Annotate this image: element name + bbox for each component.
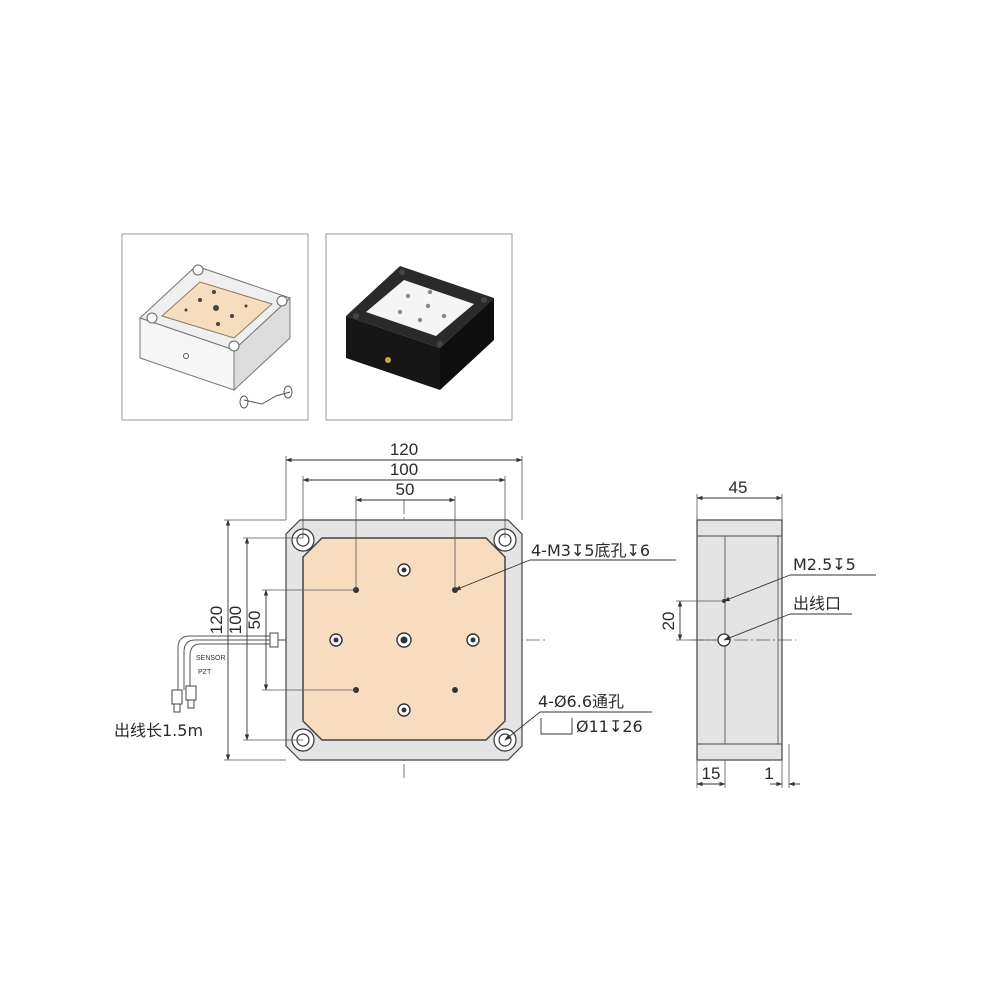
note-through-holes: 4-Ø6.6通孔 [538,692,624,711]
sensor-label: SENSOR [196,655,226,662]
dim-height-inner: 100 [226,606,245,634]
dim-left-offset: 15 [702,764,721,783]
product-photo [325,233,513,421]
dim-thickness: 45 [729,478,748,497]
dim-width-inner: 100 [390,460,418,479]
dim-height-holes: 50 [245,611,264,630]
cable-assembly: SENSOR PZT [171,632,286,713]
mount-holes [329,563,480,717]
dim-hole-height: 20 [659,612,678,631]
dim-right-offset: 1 [764,764,773,783]
front-view: SENSOR PZT 120 100 [114,440,676,780]
note-m25: M2.5↧5 [793,555,856,574]
render-photo [121,233,309,421]
dim-width-outer: 120 [390,440,418,459]
side-view: 45 20 15 1 M2.5↧5 出线口 [659,478,876,788]
dim-height-outer: 120 [207,606,226,634]
note-m3-holes: 4-M3↧5底孔↧6 [531,541,650,560]
note-cable-outlet: 出线口 [793,594,841,613]
cable-length-label: 出线长1.5m [114,721,203,740]
pzt-label: PZT [198,669,212,676]
note-counterbore: Ø11↧26 [576,717,643,736]
dim-width-holes: 50 [396,480,415,499]
